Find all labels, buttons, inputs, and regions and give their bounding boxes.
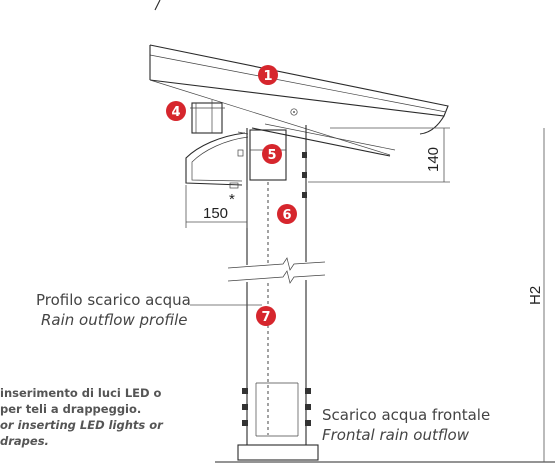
svg-text:6: 6 (282, 208, 291, 223)
dimension-150-label: 150 (203, 205, 228, 222)
front-callout: Scarico acqua frontale Frontal rain outf… (322, 405, 490, 445)
dimension-h2-label: H2 (527, 286, 544, 305)
gutter-profile (185, 131, 249, 189)
badge-1: 1 (258, 65, 278, 85)
badge-4: 4 (166, 101, 186, 121)
badge-7: 7 (256, 306, 276, 326)
badge-5: 5 (262, 144, 282, 164)
badge-6: 6 (277, 204, 297, 224)
dimension-150: 150 * (185, 185, 248, 228)
profile-callout-en: Rain outflow profile (41, 311, 188, 329)
svg-text:5: 5 (267, 148, 276, 163)
profile-callout: Profilo scarico acqua Rain outflow profi… (36, 290, 191, 330)
led-note-en-1: or inserting LED lights or (0, 418, 163, 432)
front-callout-en: Frontal rain outflow (322, 426, 469, 444)
dimension-140: 140 (308, 127, 450, 183)
roof-beam (149, 0, 449, 157)
dimension-140-label: 140 (425, 147, 442, 172)
led-bracket (190, 100, 225, 134)
svg-text:1: 1 (263, 69, 272, 84)
post-lower (215, 280, 555, 463)
profile-callout-it: Profilo scarico acqua (36, 291, 191, 309)
led-note-en-2: drapes. (0, 434, 49, 448)
led-note-it-2: per teli a drappeggio. (0, 402, 142, 416)
front-callout-it: Scarico acqua frontale (322, 406, 491, 424)
break-lines (227, 257, 326, 284)
svg-text:4: 4 (171, 105, 180, 120)
asterisk-mark: * (229, 191, 235, 208)
led-note-it-1: inserimento di luci LED o (0, 386, 162, 400)
led-note: inserimento di luci LED o per teli a dra… (0, 385, 163, 449)
svg-text:7: 7 (261, 310, 270, 325)
dimension-h2: H2 (527, 128, 545, 462)
